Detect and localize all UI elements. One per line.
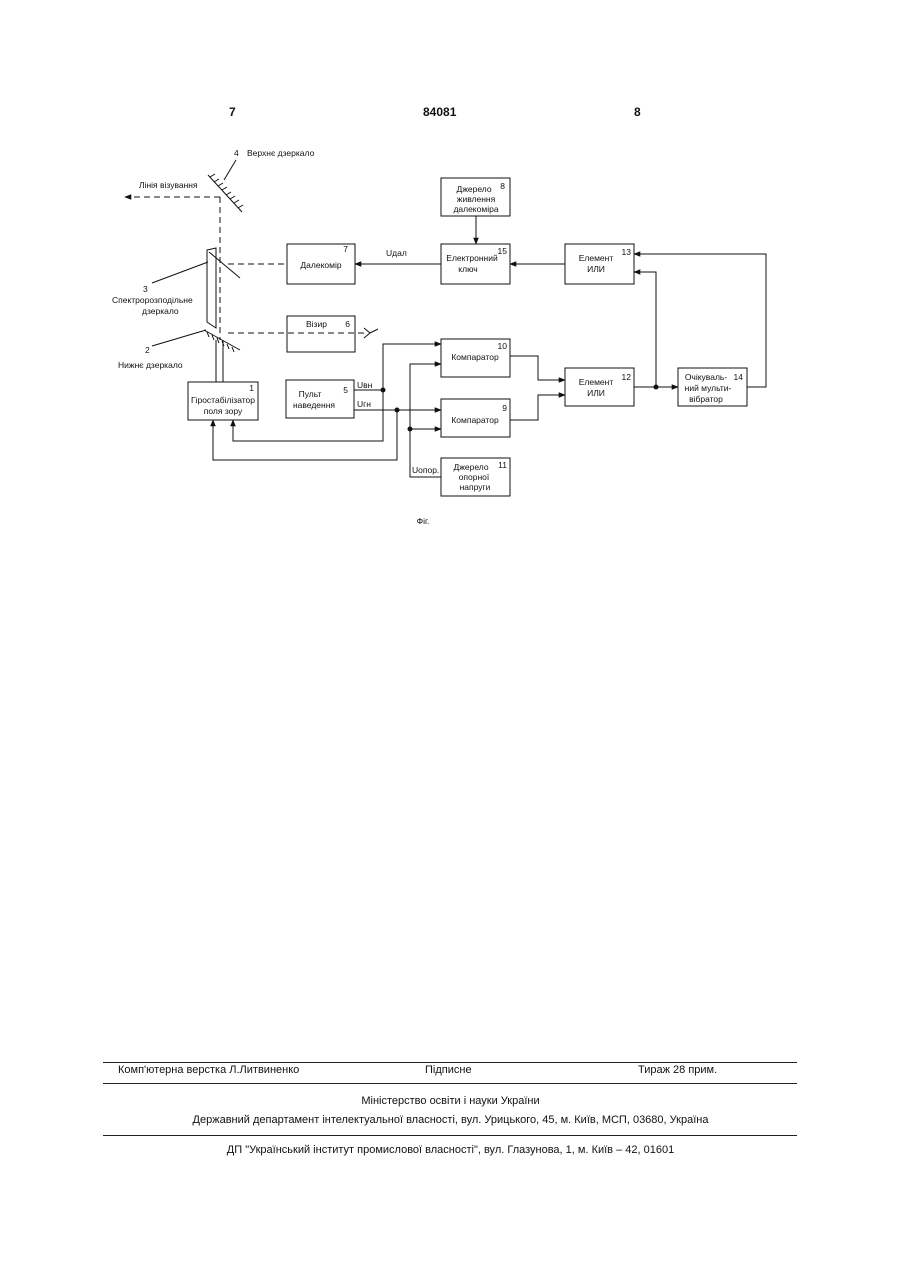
split-mirror: [207, 248, 216, 328]
u-gn-label: Uгн: [357, 399, 371, 409]
lower-mirror-leader: [152, 330, 206, 346]
split-mirror-label-1: Спектророзподільне: [112, 295, 193, 305]
block-14-label-2: ний мульти-: [685, 383, 732, 393]
footer-rule-bottom: [103, 1135, 797, 1136]
block-5-label-1: Пульт: [299, 389, 322, 399]
wire-9-12: [510, 395, 565, 420]
block-7-num: 7: [343, 244, 348, 254]
lower-mirror: [204, 330, 240, 350]
top-mirror: [208, 175, 242, 212]
block-15-label-1: Електронний: [446, 253, 498, 263]
block-8-label-2: живлення: [457, 194, 496, 204]
split-mirror-num: 3: [143, 284, 148, 294]
block-12-num: 12: [622, 372, 632, 382]
block-6-num: 6: [345, 319, 350, 329]
block-8-label-1: Джерело: [456, 184, 491, 194]
block-5-label-2: наведення: [293, 400, 335, 410]
wire-10-12: [510, 356, 565, 380]
block-5-num: 5: [343, 385, 348, 395]
figure-caption: Фіг.: [417, 516, 430, 526]
block-14-label-1: Очікуваль-: [685, 372, 728, 382]
block-9-label: Компаратор: [451, 415, 499, 425]
block-12-label-2: ИЛИ: [587, 388, 605, 398]
eye-mark: [364, 328, 370, 338]
block-11-label-1: Джерело: [453, 462, 488, 472]
block-12-label-1: Елемент: [579, 377, 614, 387]
lower-mirror-hatch: [207, 332, 234, 352]
block-11-label-2: опорної: [459, 472, 490, 482]
lower-mirror-label: Нижнє дзеркало: [118, 360, 183, 370]
block-1-num: 1: [249, 383, 254, 393]
lower-mirror-num: 2: [145, 345, 150, 355]
block-13-num: 13: [622, 247, 632, 257]
wire-12-13: [634, 272, 656, 387]
block-10-label: Компаратор: [451, 352, 499, 362]
u-vn-label: Uвн: [357, 380, 373, 390]
block-11-label-3: напруги: [460, 482, 491, 492]
wire-uvn-10: [383, 344, 441, 390]
block-14-label-3: вібратор: [689, 394, 723, 404]
split-mirror-leader: [152, 262, 208, 283]
block-8-num: 8: [500, 181, 505, 191]
block-15-num: 15: [498, 246, 508, 256]
u-opor-label: Uопор.: [412, 465, 439, 475]
block-9-num: 9: [502, 403, 507, 413]
footer-institute: ДП "Український інститут промислової вла…: [0, 1144, 901, 1156]
block-1-label-1: Гіростабілізатор: [191, 395, 255, 405]
top-mirror-label: Верхнє дзеркало: [247, 148, 315, 158]
footer-circulation: Тираж 28 прим.: [638, 1064, 717, 1076]
footer-rule-middle: [103, 1083, 797, 1084]
sight-line-label: Лінія візування: [139, 180, 198, 190]
top-mirror-leader: [224, 160, 236, 180]
block-13-label-2: ИЛИ: [587, 264, 605, 274]
wire-uopor-10: [410, 364, 441, 477]
wire-14-13: [634, 254, 766, 387]
footer-layout-by: Комп'ютерна верстка Л.Литвиненко: [118, 1064, 299, 1076]
block-diagram: 4 Верхнє дзеркало Лінія візування 3 Спек…: [0, 0, 901, 560]
u-dal-label: Uдал: [386, 248, 407, 258]
block-14-num: 14: [734, 372, 744, 382]
block-7-label: Далекомір: [300, 260, 341, 270]
footer-signed: Підписне: [425, 1064, 472, 1076]
footer-department: Державний департамент інтелектуальної вл…: [0, 1114, 901, 1126]
top-mirror-num: 4: [234, 148, 239, 158]
block-8-label-3: далекоміра: [453, 204, 498, 214]
footer-ministry: Міністерство освіти і науки України: [0, 1095, 901, 1107]
block-6-label: Візир: [306, 319, 327, 329]
split-mirror-label-2: дзеркало: [142, 306, 179, 316]
eye-lash: [370, 329, 378, 333]
block-13-label-1: Елемент: [579, 253, 614, 263]
block-1-label-2: поля зору: [204, 406, 243, 416]
junction-dots: [381, 385, 659, 432]
block-15-label-2: ключ: [458, 264, 477, 274]
block-10-num: 10: [498, 341, 508, 351]
top-mirror-hatch: [210, 174, 243, 208]
block-11-num: 11: [498, 460, 507, 470]
footer-rule-top: [103, 1062, 797, 1063]
